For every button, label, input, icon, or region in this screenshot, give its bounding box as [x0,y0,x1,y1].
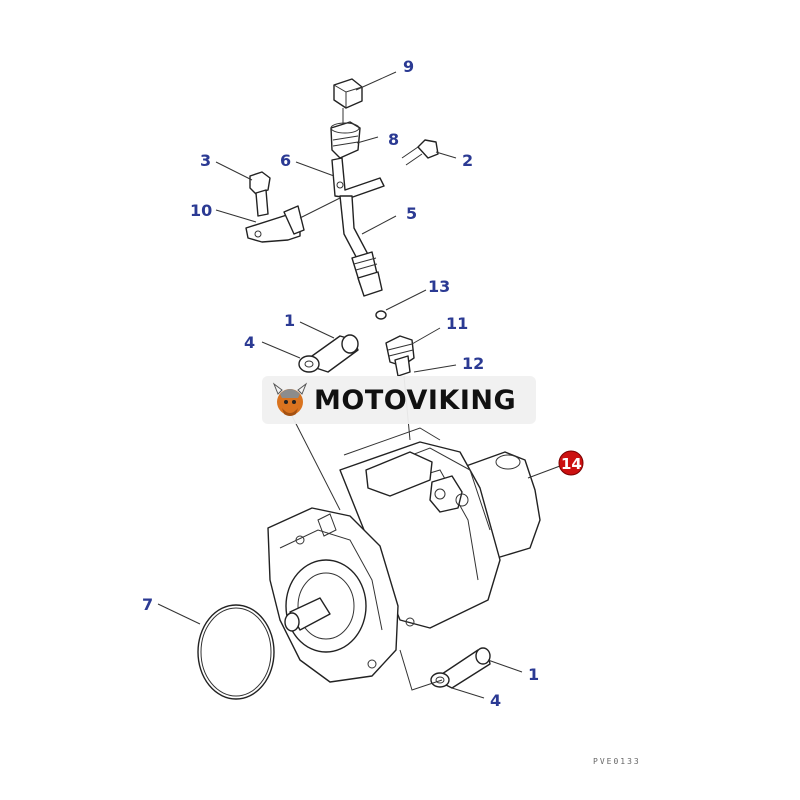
part-9-cap [333,78,363,109]
part-10-clamp [245,205,305,243]
part-11-fitting [385,335,415,377]
callout-9: 9 [403,57,414,76]
callout-14-badge: 14 [558,450,584,476]
part-6-bracket [331,157,385,199]
callout-2: 2 [462,151,473,170]
part-4-bottom-washer [430,672,450,688]
callout-12: 12 [462,354,484,373]
callout-3: 3 [200,151,211,170]
callout-7: 7 [142,595,153,614]
callout-1-top: 1 [284,311,295,330]
part-4-top-washer [298,355,320,373]
viking-mascot-icon [272,382,308,416]
callout-13: 13 [428,277,450,296]
part-8-fitting [330,121,361,159]
watermark-logo: MOTOVIKING [262,376,536,424]
part-5-tube [339,195,383,297]
callout-14: 14 [561,455,582,473]
part-3-bolt [249,171,271,217]
leader-lines [157,71,561,699]
callout-5: 5 [406,204,417,223]
callout-10: 10 [190,201,212,220]
part-2-bolt [401,139,439,166]
callout-1-bottom: 1 [528,665,539,684]
watermark-brand-text: MOTOVIKING [314,384,517,416]
callout-11: 11 [446,314,468,333]
callout-6: 6 [280,151,291,170]
part-13-orifice [375,310,387,320]
callout-8: 8 [388,130,399,149]
callout-4-bottom: 4 [490,691,501,710]
callout-4-top: 4 [244,333,255,352]
part-14-pump-assembly [267,441,541,683]
part-7-o-ring [197,604,275,700]
figure-code: PVE0133 [593,757,641,766]
